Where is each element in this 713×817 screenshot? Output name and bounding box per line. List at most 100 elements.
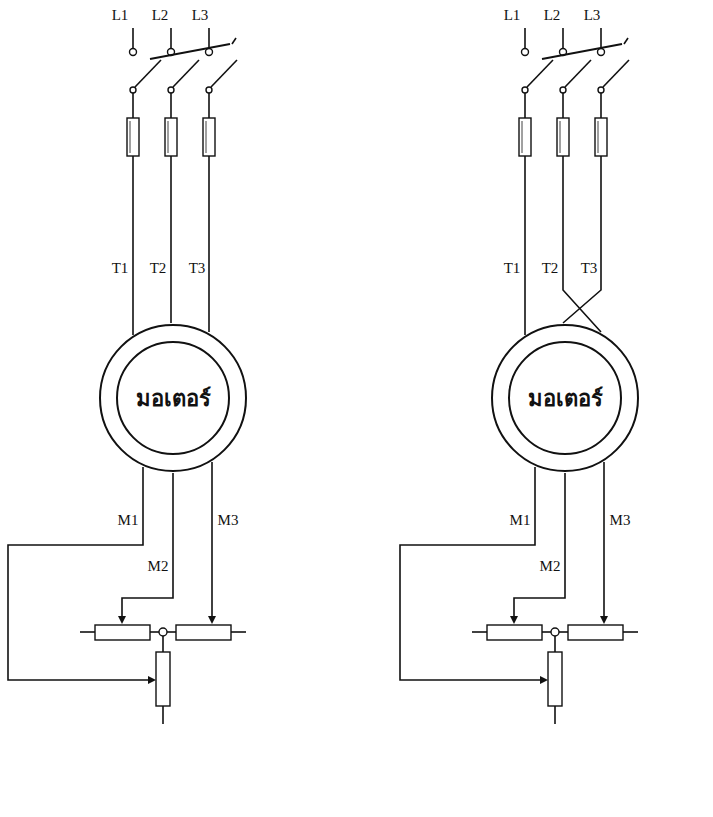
rotor-lead [8,467,152,680]
switch-link [542,44,622,59]
motor-lead [524,156,526,335]
resistor-lead [559,631,568,633]
fuse-symbol [203,118,215,156]
switch-handle [624,38,628,44]
terminal [130,49,137,56]
terminal-label: T3 [189,261,206,276]
motor-text-box: มอเตอร์ [98,323,248,473]
switch-handle [232,38,236,44]
switch-blade [211,60,237,87]
switch-pivot [206,87,212,93]
switch-pivot [522,87,528,93]
resistor-lead [554,706,556,724]
switch-blade [135,60,161,87]
stator-ring [100,325,246,471]
motor-circle: มอเตอร์ [98,323,248,473]
terminal-label: T2 [542,261,559,276]
resistor-lead [231,631,246,633]
rotor-label: M2 [540,559,561,574]
rotor-label: M1 [510,513,531,528]
line-label: L2 [152,8,169,23]
resistor-lead [623,631,638,633]
resistor-symbol [176,625,231,640]
rotor-lead [603,462,605,617]
wiper-arrow [510,616,518,624]
supply-wire [170,28,172,49]
stator-ring [492,325,638,471]
circuit-figure [8,28,246,724]
resistor-lead [472,631,487,633]
wiper-arrow [118,616,126,624]
fuse-element [168,121,169,153]
rotor-lead [211,462,213,617]
rotor-label: M1 [118,513,139,528]
supply-wire [208,28,210,49]
resistor-lead [162,636,164,652]
terminal [522,49,529,56]
rotor-lead [400,467,544,680]
terminal [598,49,605,56]
motor-lead [563,156,601,323]
fuse-element [560,121,561,153]
rotor-lead [122,473,173,617]
resistor-lead [167,631,176,633]
motor-label: มอเตอร์ [528,381,603,416]
supply-wire [524,28,526,49]
rotor-label: M2 [148,559,169,574]
line-label: L1 [504,8,521,23]
fuse-element [598,121,599,153]
switch-pivot [130,87,136,93]
switch-blade [603,60,629,87]
wiper-arrow [148,676,156,684]
supply-wire [562,28,564,49]
switch-link [150,44,230,59]
resistor-symbol [156,652,170,706]
motor-label: มอเตอร์ [136,381,211,416]
switch-blade [173,60,199,87]
wire [524,93,526,118]
line-label: L2 [544,8,561,23]
resistor-lead [542,631,551,633]
wire [208,93,210,118]
wiper-arrow [600,616,608,624]
fuse-symbol [595,118,607,156]
resistor-lead [554,636,556,652]
resistor-lead [80,631,95,633]
motor-lead [208,156,210,332]
fuse-element [130,121,131,153]
wire [132,93,134,118]
fuse-symbol [127,118,139,156]
motor-lead [132,156,134,335]
resistor-symbol [95,625,150,640]
wire [600,93,602,118]
wire [170,93,172,118]
rotor-ring [509,342,621,454]
switch-pivot [168,87,174,93]
switch-blade [527,60,553,87]
rotor-label: M3 [610,513,631,528]
terminal-label: T2 [150,261,167,276]
resistor-symbol [568,625,623,640]
wiper-arrow [540,676,548,684]
supply-wire [132,28,134,49]
terminal-label: T1 [504,261,521,276]
fuse-symbol [519,118,531,156]
fuse-symbol [165,118,177,156]
switch-pivot [560,87,566,93]
line-label: L1 [112,8,129,23]
resistor-symbol [548,652,562,706]
wire [562,93,564,118]
circuit-figure [400,28,638,724]
motor-circle: มอเตอร์ [490,323,640,473]
terminal [206,49,213,56]
motor-lead [563,156,601,332]
switch-blade [565,60,591,87]
star-point [159,628,167,636]
motor-lead [170,156,172,323]
fuse-element [206,121,207,153]
terminal-label: T3 [581,261,598,276]
terminal-label: T1 [112,261,129,276]
line-label: L3 [192,8,209,23]
rotor-label: M3 [218,513,239,528]
star-point [551,628,559,636]
